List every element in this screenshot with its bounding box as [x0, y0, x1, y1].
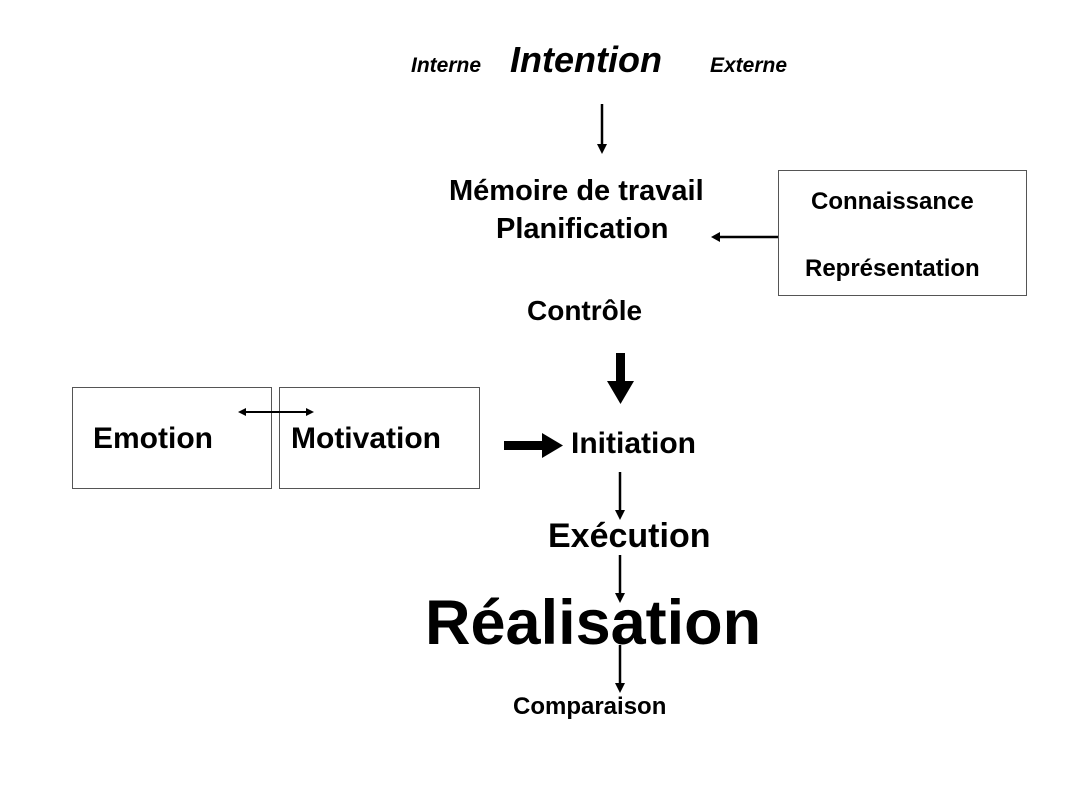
emotion-box: [72, 387, 272, 489]
memory-label: Mémoire de travail: [449, 175, 704, 207]
motivation-label: Motivation: [291, 422, 441, 455]
arrow-intention-to-memory: [597, 104, 607, 154]
knowledge-label: Connaissance: [811, 188, 974, 215]
intention-title: Intention: [510, 39, 662, 80]
arrow-emotion-motivation-bidirectional: [238, 408, 314, 416]
comparison-label: Comparaison: [513, 693, 667, 720]
knowledge-box: [778, 170, 1027, 296]
execution-label: Exécution: [548, 517, 711, 555]
arrow-motivation-to-initiation: [504, 433, 563, 458]
arrow-initiation-to-execution: [615, 472, 625, 520]
arrow-execution-to-realisation: [615, 555, 625, 603]
realisation-label: Réalisation: [425, 588, 762, 658]
arrow-knowledge-to-planning: [711, 232, 778, 242]
control-label: Contrôle: [527, 295, 643, 326]
planning-label: Planification: [496, 213, 669, 245]
intention-internal-label: Interne: [411, 54, 482, 77]
motivation-box: [279, 387, 480, 489]
arrow-control-to-initiation: [607, 353, 634, 404]
intention-external-label: Externe: [710, 54, 788, 77]
representation-label: Représentation: [805, 255, 980, 282]
initiation-label: Initiation: [571, 427, 696, 460]
arrow-realisation-to-comparison: [615, 645, 625, 693]
emotion-label: Emotion: [93, 422, 213, 455]
